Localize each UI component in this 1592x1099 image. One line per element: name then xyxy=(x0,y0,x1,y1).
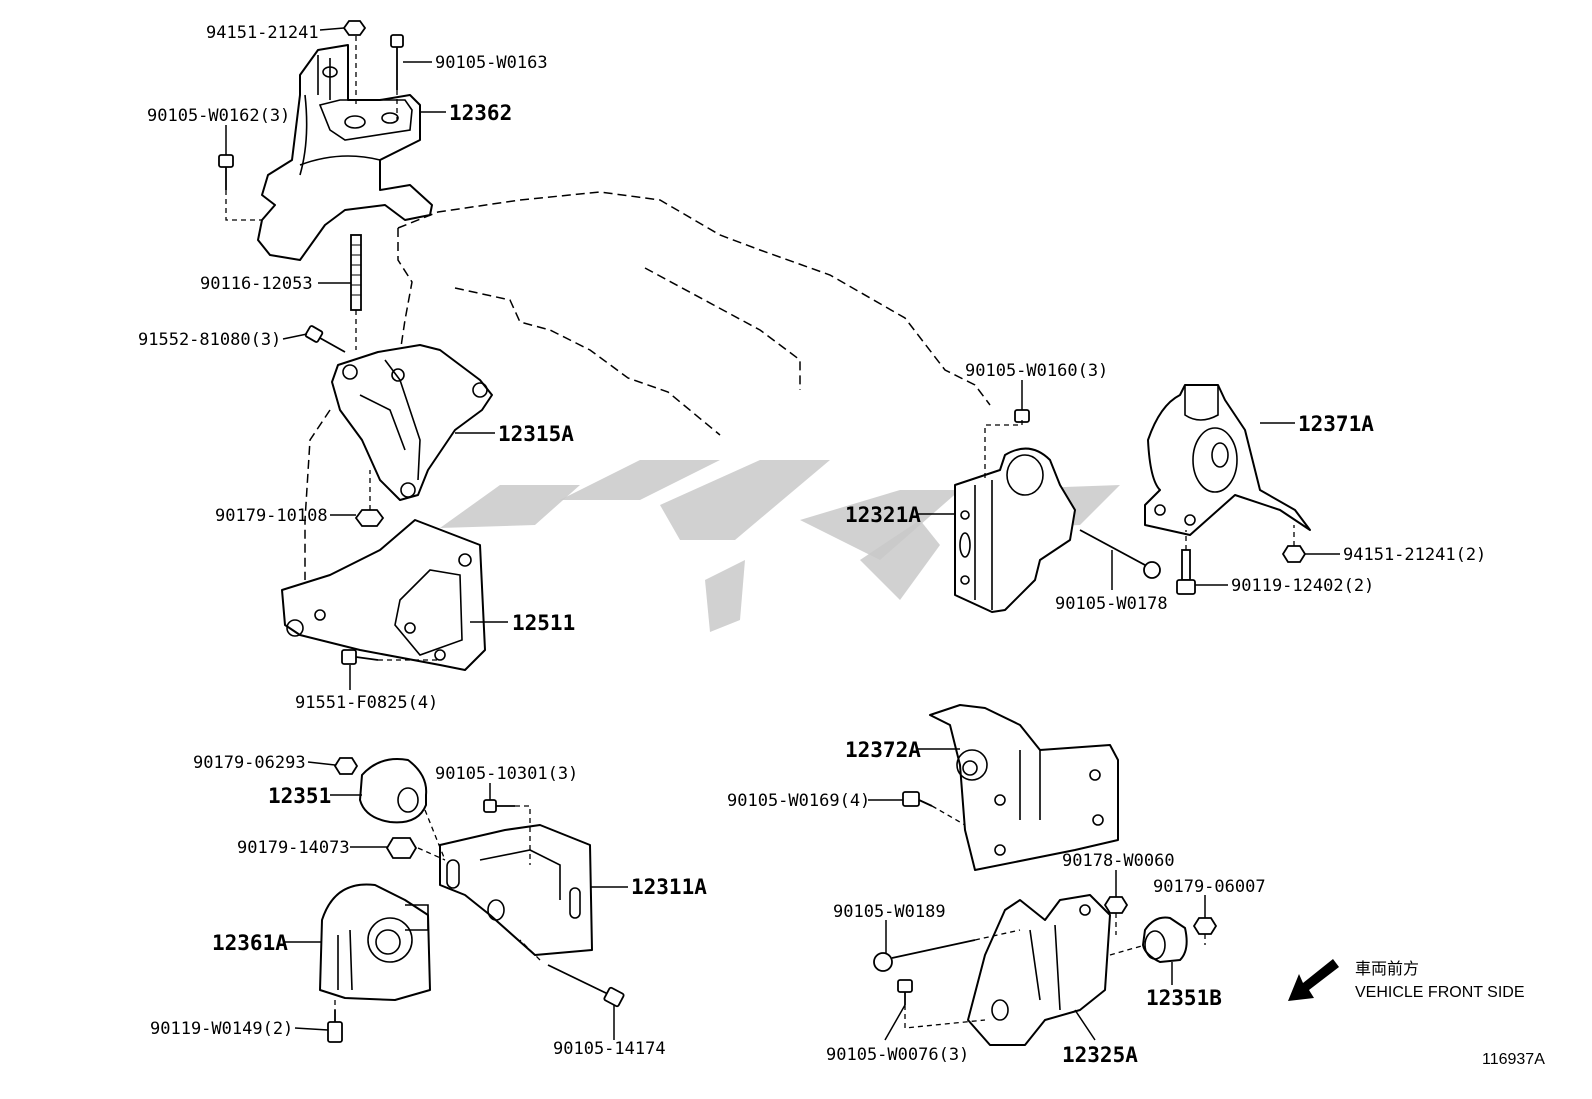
front-direction-arrow-icon xyxy=(1288,959,1339,1001)
callout-labels: 94151-21241 90105-W0163 12362 90105-W016… xyxy=(138,23,1486,1067)
vehicle-front-legend: 車両前方 VEHICLE FRONT SIDE xyxy=(1288,959,1525,1001)
callout-91552-81080: 91552-81080(3) xyxy=(138,330,281,350)
part-12351b-stopper xyxy=(1142,916,1188,963)
callout-90119-w0149: 90119-W0149(2) xyxy=(150,1019,293,1039)
watermark-logo xyxy=(440,460,1120,632)
part-12315a-bracket xyxy=(331,344,493,501)
callout-12361a: 12361A xyxy=(212,931,288,955)
callout-90105-w0162: 90105-W0162(3) xyxy=(147,106,290,126)
legend-japanese: 車両前方 xyxy=(1355,960,1419,978)
callout-90179-10108: 90179-10108 xyxy=(215,506,328,526)
callout-90179-06293: 90179-06293 xyxy=(193,753,306,773)
part-12351-stopper xyxy=(359,758,428,824)
callout-12362: 12362 xyxy=(449,101,512,125)
callout-90179-14073: 90179-14073 xyxy=(237,838,350,858)
callout-12351b: 12351B xyxy=(1146,986,1222,1010)
callout-90105-w0169: 90105-W0169(4) xyxy=(727,791,870,811)
callout-12325a: 12325A xyxy=(1062,1043,1138,1067)
callout-12372a: 12372A xyxy=(845,738,921,762)
legend-english: VEHICLE FRONT SIDE xyxy=(1355,984,1525,1001)
part-12371a-mount xyxy=(1144,384,1311,536)
leader-lines xyxy=(225,27,1340,1041)
callout-91551-f0825: 91551-F0825(4) xyxy=(295,693,438,713)
part-12311a-bracket xyxy=(439,824,593,956)
part-12511-bracket xyxy=(281,519,486,671)
part-12362-engine-mount-insulator xyxy=(257,44,433,261)
callout-90105-w0163: 90105-W0163 xyxy=(435,53,548,73)
part-12325a-bracket xyxy=(967,894,1111,1046)
callout-90105-w0178: 90105-W0178 xyxy=(1055,594,1168,614)
callout-90105-w0189: 90105-W0189 xyxy=(833,902,946,922)
fasteners xyxy=(218,20,1307,1043)
callout-12321a: 12321A xyxy=(845,503,921,527)
callout-90105-10301: 90105-10301(3) xyxy=(435,764,578,784)
callout-90178-w0060: 90178-W0060 xyxy=(1062,851,1175,871)
callout-12511: 12511 xyxy=(512,611,575,635)
callout-90179-06007: 90179-06007 xyxy=(1153,877,1266,897)
callout-94151-21241-2: 94151-21241(2) xyxy=(1343,545,1486,565)
callout-90105-w0160: 90105-W0160(3) xyxy=(965,361,1108,381)
callout-12315a: 12315A xyxy=(498,422,574,446)
callout-90119-12402: 90119-12402(2) xyxy=(1231,576,1374,596)
callout-12371a: 12371A xyxy=(1298,412,1374,436)
figure-id: 116937A xyxy=(1482,1051,1545,1068)
part-12372a-bracket xyxy=(929,704,1119,871)
callout-90105-w0076: 90105-W0076(3) xyxy=(826,1045,969,1065)
engine-outline xyxy=(304,191,991,580)
callout-90105-14174: 90105-14174 xyxy=(553,1039,666,1059)
callout-94151-21241: 94151-21241 xyxy=(206,23,319,43)
callout-12351: 12351 xyxy=(268,784,331,808)
part-12321a-mount xyxy=(954,447,1076,613)
alignment-lines xyxy=(225,36,1295,1029)
callout-12311a: 12311A xyxy=(631,875,707,899)
callout-90116-12053: 90116-12053 xyxy=(200,274,313,294)
part-12361a-mount xyxy=(319,883,431,1001)
